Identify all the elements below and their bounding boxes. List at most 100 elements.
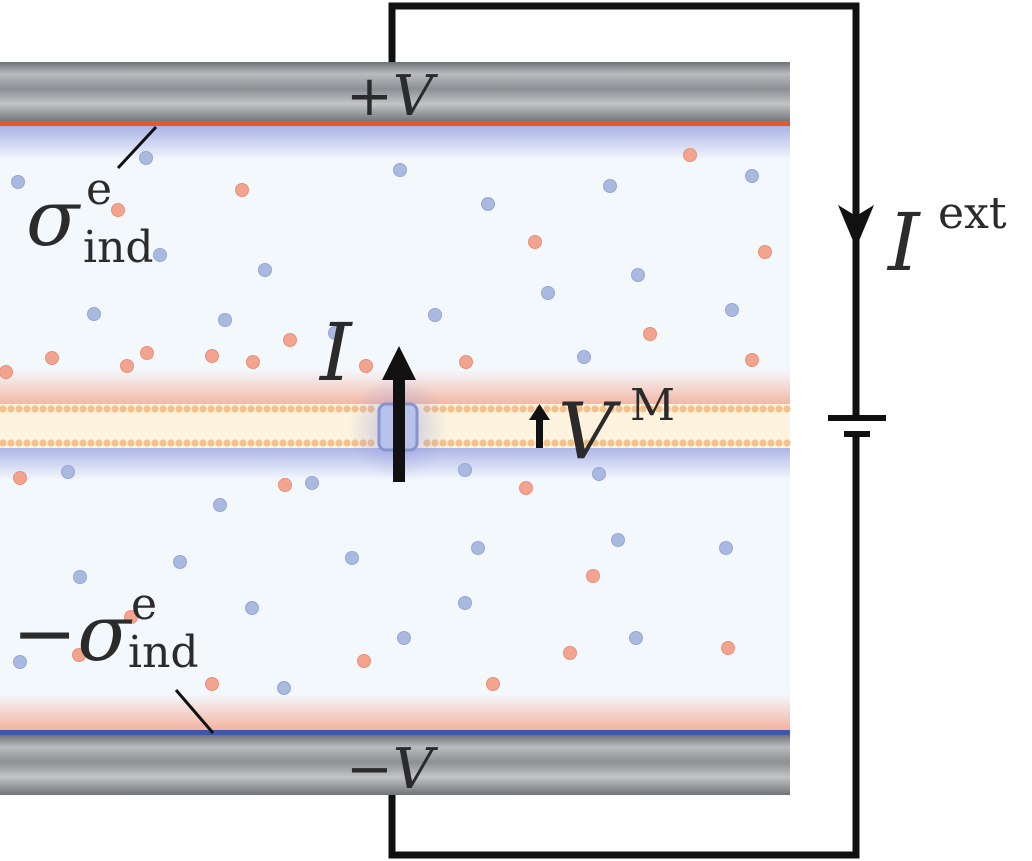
lipid-head xyxy=(95,439,103,447)
lipid-head xyxy=(23,439,31,447)
lipid-head xyxy=(671,439,679,447)
cation xyxy=(357,654,371,668)
lipid-head xyxy=(183,405,191,413)
anion xyxy=(277,681,291,695)
top-surface-charge xyxy=(0,121,790,126)
lipid-head xyxy=(263,405,271,413)
lipid-head xyxy=(159,405,167,413)
cation xyxy=(486,677,500,691)
lipid-head xyxy=(247,405,255,413)
lipid-head xyxy=(623,405,631,413)
sigma-symbol: σ xyxy=(26,174,81,264)
lipid-head xyxy=(695,405,703,413)
lipid-head xyxy=(591,439,599,447)
lipid-head xyxy=(527,439,535,447)
external-circuit xyxy=(388,2,886,859)
anion xyxy=(345,551,359,565)
lipid-head xyxy=(743,405,751,413)
lipid-head xyxy=(511,405,519,413)
lipid-head xyxy=(223,439,231,447)
lipid-head xyxy=(271,439,279,447)
lipid-head xyxy=(599,405,607,413)
lipid-head xyxy=(175,439,183,447)
cation xyxy=(721,641,735,655)
top-electrode xyxy=(0,62,790,122)
lipid-head xyxy=(503,439,511,447)
lipid-head xyxy=(47,439,55,447)
lipid-head xyxy=(599,439,607,447)
cation xyxy=(528,235,542,249)
lipid-head xyxy=(15,439,23,447)
cation xyxy=(111,203,125,217)
lipid-head xyxy=(471,405,479,413)
anion xyxy=(603,179,617,193)
anion xyxy=(428,308,442,322)
lipid-head xyxy=(519,439,527,447)
lipid-head xyxy=(727,439,735,447)
anion xyxy=(258,263,272,277)
lipid-head xyxy=(271,405,279,413)
lipid-head xyxy=(735,405,743,413)
cation xyxy=(586,569,600,583)
cation xyxy=(643,327,657,341)
lipid-head xyxy=(783,439,791,447)
lipid-head xyxy=(447,439,455,447)
lipid-head xyxy=(263,439,271,447)
lipid-head xyxy=(511,439,519,447)
lipid-head xyxy=(671,405,679,413)
lipid-head xyxy=(567,405,575,413)
lipid-head xyxy=(751,439,759,447)
lipid-head xyxy=(495,405,503,413)
sigma-leader-line xyxy=(116,125,158,170)
lipid-head xyxy=(471,439,479,447)
lipid-head xyxy=(687,439,695,447)
lipid-head xyxy=(231,439,239,447)
cation xyxy=(124,610,138,624)
lipid-head xyxy=(343,405,351,413)
lipid-head xyxy=(0,405,7,413)
lipid-head xyxy=(103,405,111,413)
cation xyxy=(120,359,134,373)
lipid-head xyxy=(607,439,615,447)
minus-sigma-superscript: e xyxy=(131,579,157,630)
external-current-arrow-icon xyxy=(838,205,874,248)
lipid-head xyxy=(335,439,343,447)
lipid-head xyxy=(159,439,167,447)
anion xyxy=(61,465,75,479)
lipid-head xyxy=(0,439,7,447)
anion xyxy=(305,476,319,490)
lipid-head xyxy=(687,405,695,413)
lipid-head xyxy=(559,405,567,413)
lipid-head xyxy=(631,439,639,447)
membrane-voltage-symbol: V xyxy=(558,387,621,477)
lipid-head xyxy=(135,405,143,413)
lipid-head xyxy=(703,405,711,413)
bottom-double-layer xyxy=(0,694,790,730)
lipid-head xyxy=(655,439,663,447)
lipid-head xyxy=(583,405,591,413)
membrane-voltage-superscript: M xyxy=(630,380,675,431)
external-current-superscript: ext xyxy=(938,188,1007,239)
anion xyxy=(458,596,472,610)
lipid-head xyxy=(247,439,255,447)
cation xyxy=(140,346,154,360)
membrane-voltage-label: V M xyxy=(558,380,675,477)
lipid-head xyxy=(735,439,743,447)
lipid-head xyxy=(295,405,303,413)
anion xyxy=(629,631,643,645)
anion xyxy=(153,248,167,262)
lipid-membrane xyxy=(0,404,791,448)
lipid-head xyxy=(551,439,559,447)
lipid-head xyxy=(487,405,495,413)
lipid-head xyxy=(343,439,351,447)
cation xyxy=(72,648,86,662)
lipid-head xyxy=(55,439,63,447)
lipid-head xyxy=(303,405,311,413)
cation xyxy=(13,471,27,485)
lipid-head xyxy=(295,439,303,447)
lipid-head xyxy=(79,439,87,447)
cation xyxy=(205,677,219,691)
minus-sigma-leader-line xyxy=(174,689,215,734)
lipid-head xyxy=(111,405,119,413)
anion xyxy=(139,151,153,165)
